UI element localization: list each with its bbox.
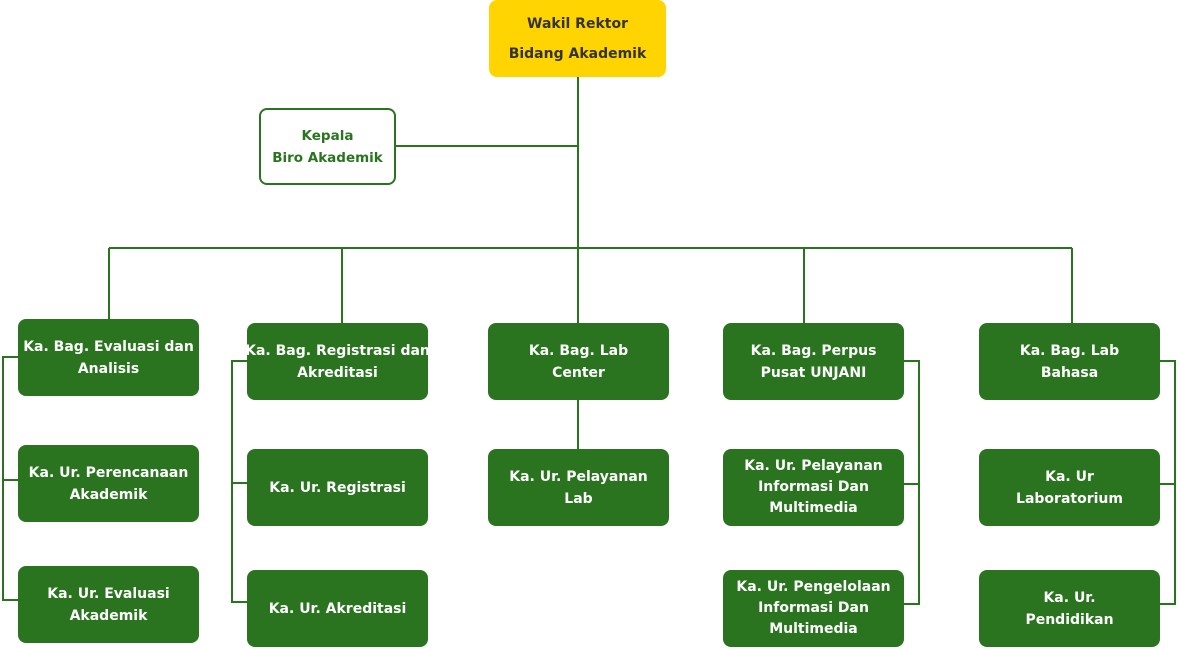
unit-box-perencanaan-akademik: Ka. Ur. Perencanaan Akademik xyxy=(18,445,199,522)
unit-4-1-line-3: Multimedia xyxy=(769,500,858,516)
unit-4-1-line-2: Informasi Dan xyxy=(758,479,869,495)
dept-3-line-1: Ka. Bag. Lab xyxy=(528,342,629,359)
wakil-rektor-line-1: Wakil Rektor xyxy=(527,15,628,32)
bracket-dept-5 xyxy=(1160,360,1176,605)
unit-1-2-line-2: Akademik xyxy=(69,607,148,624)
kepala-biro-box: Kepala Biro Akademik xyxy=(259,108,396,185)
wakil-rektor-line-2: Bidang Akademik xyxy=(508,45,647,62)
unit-5-1-line-2: Laboratorium xyxy=(1016,490,1123,507)
bracket-dept-1 xyxy=(2,356,18,601)
dept-4-line-1: Ka. Bag. Perpus xyxy=(750,342,877,359)
unit-4-2-line-1: Ka. Ur. Pengelolaan xyxy=(736,579,891,595)
unit-box-registrasi: Ka. Ur. Registrasi xyxy=(247,449,428,526)
unit-4-1-line-1: Ka. Ur. Pelayanan xyxy=(744,458,883,474)
kepala-biro-line-2: Biro Akademik xyxy=(272,149,383,166)
unit-box-evaluasi-akademik: Ka. Ur. Evaluasi Akademik xyxy=(18,566,199,643)
wakil-rektor-box: Wakil Rektor Bidang Akademik xyxy=(489,0,666,77)
unit-4-2-line-2: Informasi Dan xyxy=(758,600,869,616)
unit-3-1-line-2: Lab xyxy=(564,490,593,507)
dept-1-line-1: Ka. Bag. Evaluasi dan xyxy=(23,338,194,355)
unit-1-1-line-1: Ka. Ur. Perencanaan xyxy=(28,464,189,481)
unit-3-1-line-1: Ka. Ur. Pelayanan xyxy=(509,468,648,485)
dept-box-evaluasi-analisis: Ka. Bag. Evaluasi dan Analisis xyxy=(18,319,199,396)
kepala-biro-line-1: Kepala xyxy=(301,127,354,144)
dept-box-lab-bahasa: Ka. Bag. Lab Bahasa xyxy=(979,323,1160,400)
bracket-dept-4 xyxy=(903,360,920,605)
unit-2-1-line-1: Ka. Ur. Registrasi xyxy=(269,479,406,496)
unit-5-2-line-2: Pendidikan xyxy=(1025,611,1114,628)
unit-5-2-line-1: Ka. Ur. xyxy=(1043,589,1096,606)
dept-3-line-2: Center xyxy=(552,364,605,381)
dept-2-line-1: Ka. Bag. Registrasi dan xyxy=(245,342,430,359)
unit-2-2-line-1: Ka. Ur. Akreditasi xyxy=(268,600,407,617)
unit-1-1-line-2: Akademik xyxy=(69,486,148,503)
dept-4-line-2: Pusat UNJANI xyxy=(760,364,867,381)
dept-1-line-2: Analisis xyxy=(77,360,140,377)
unit-box-pendidikan: Ka. Ur. Pendidikan xyxy=(979,570,1160,647)
dept-box-registrasi-akreditasi: Ka. Bag. Registrasi dan Akreditasi xyxy=(245,323,430,400)
dept-5-line-2: Bahasa xyxy=(1040,364,1099,381)
unit-box-akreditasi: Ka. Ur. Akreditasi xyxy=(247,570,428,647)
unit-box-pelayanan-lab: Ka. Ur. Pelayanan Lab xyxy=(488,449,669,526)
bracket-dept-2 xyxy=(231,360,247,603)
dept-2-line-2: Akreditasi xyxy=(297,364,378,381)
dept-box-lab-center: Ka. Bag. Lab Center xyxy=(488,323,669,400)
dept-5-line-1: Ka. Bag. Lab xyxy=(1019,342,1120,359)
unit-box-pelayanan-informasi-multimedia: Ka. Ur. Pelayanan Informasi Dan Multimed… xyxy=(723,449,904,526)
unit-box-laboratorium: Ka. Ur Laboratorium xyxy=(979,449,1160,526)
unit-1-2-line-1: Ka. Ur. Evaluasi xyxy=(47,585,170,602)
unit-box-pengelolaan-informasi-multimedia: Ka. Ur. Pengelolaan Informasi Dan Multim… xyxy=(723,570,904,647)
dept-box-perpus-unjani: Ka. Bag. Perpus Pusat UNJANI xyxy=(723,323,904,400)
unit-5-1-line-1: Ka. Ur xyxy=(1045,468,1094,485)
unit-4-2-line-3: Multimedia xyxy=(769,621,858,637)
